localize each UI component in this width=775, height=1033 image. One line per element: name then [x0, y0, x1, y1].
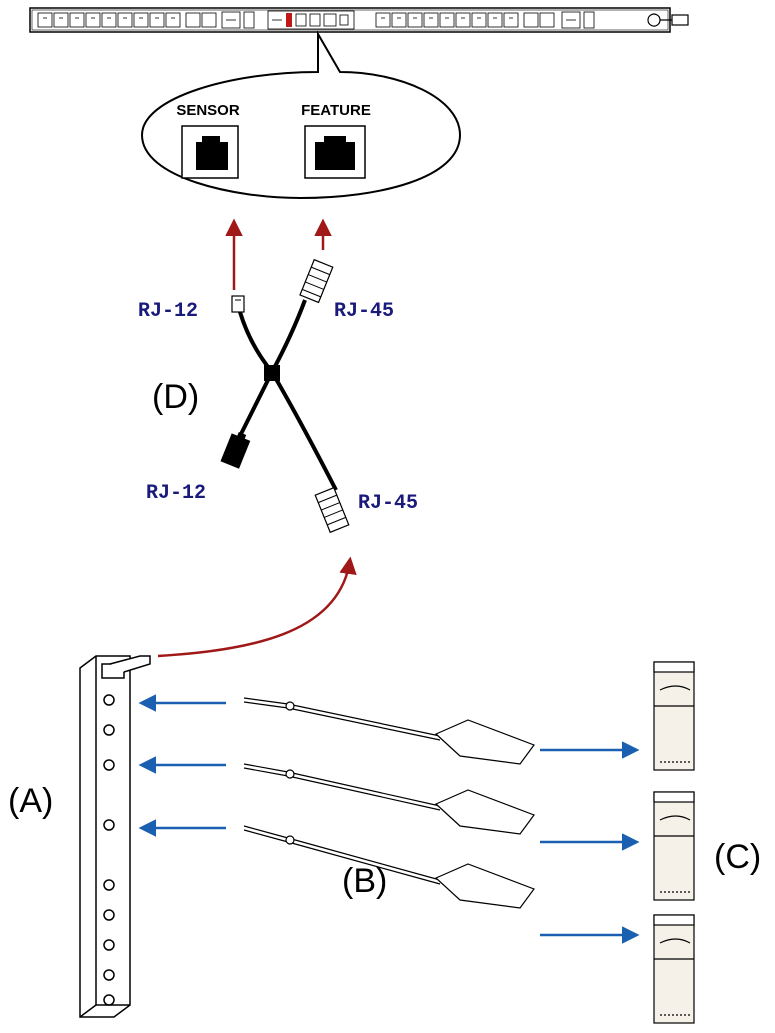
- sensor-port: [181, 125, 239, 179]
- label-b: (B): [342, 862, 387, 900]
- splitter-cable: [220, 258, 350, 534]
- rack-mounting-holes: [103, 694, 115, 1006]
- sensor-probe-2: [243, 763, 535, 835]
- pdu-outlet-bank-right: [375, 12, 555, 28]
- feature-port: [304, 125, 366, 179]
- pdu-breaker-left: [221, 11, 255, 29]
- label-d: (D): [152, 378, 199, 416]
- rack-rail: [79, 655, 151, 1018]
- port-callout-bubble: SENSOR FEATURE: [140, 30, 462, 200]
- splitter-junction: [264, 365, 280, 381]
- feature-port-label: FEATURE: [301, 102, 371, 119]
- sensor-probe-1: [243, 697, 535, 765]
- rj45-plug-top: [299, 258, 334, 304]
- rj45-plug-bottom: [314, 486, 350, 534]
- power-cord-icon: [647, 13, 689, 27]
- label-c: (C): [714, 838, 761, 876]
- label-rj12-top: RJ-12: [138, 300, 198, 323]
- label-rj45-top: RJ-45: [334, 300, 394, 323]
- label-rj12-bottom: RJ-12: [146, 482, 206, 505]
- server-2: [653, 791, 695, 901]
- pdu-outlet-bank-left: [37, 12, 217, 28]
- rj12-plug-top: [231, 295, 245, 313]
- label-rj45-bottom: RJ-45: [358, 492, 418, 515]
- arrow-rack-to-cable: [157, 556, 357, 658]
- pdu-control-module: [267, 10, 355, 30]
- rj12-plug-bottom: [220, 431, 251, 469]
- sensor-probe-3: [243, 825, 535, 909]
- server-3: [653, 914, 695, 1024]
- pdu-strip: [29, 7, 689, 33]
- server-1: [653, 661, 695, 771]
- sensor-port-label: SENSOR: [176, 102, 240, 119]
- label-a: (A): [8, 782, 53, 820]
- pdu-breaker-right: [561, 11, 595, 29]
